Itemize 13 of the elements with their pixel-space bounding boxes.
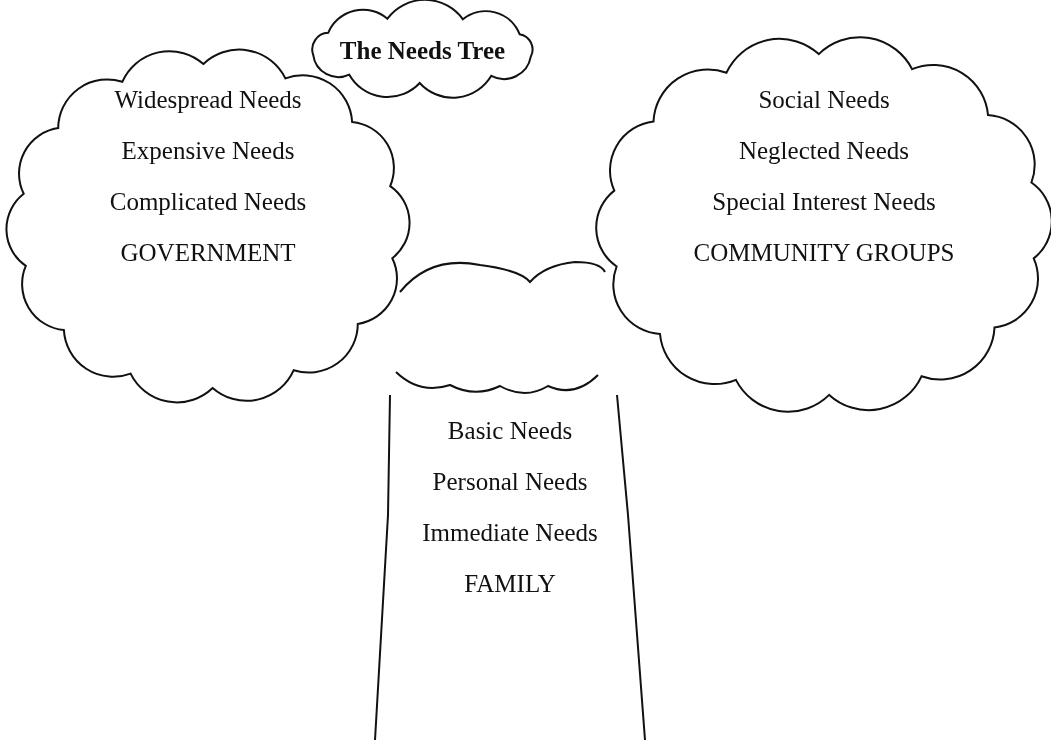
need-label: Complicated Needs [109, 187, 307, 217]
need-label: Immediate Needs [422, 518, 598, 548]
need-label: Special Interest Needs [712, 187, 936, 217]
provider-label: FAMILY [464, 569, 556, 599]
need-label: Social Needs [758, 85, 890, 115]
need-label: Personal Needs [432, 467, 588, 497]
need-label: Basic Needs [447, 416, 573, 446]
provider-label: GOVERNMENT [120, 238, 296, 268]
need-label: Neglected Needs [738, 136, 910, 166]
title-text: The Needs Tree [339, 35, 506, 66]
provider-label: COMMUNITY GROUPS [693, 238, 955, 268]
need-label: Widespread Needs [114, 85, 302, 115]
need-label: Expensive Needs [121, 136, 295, 166]
